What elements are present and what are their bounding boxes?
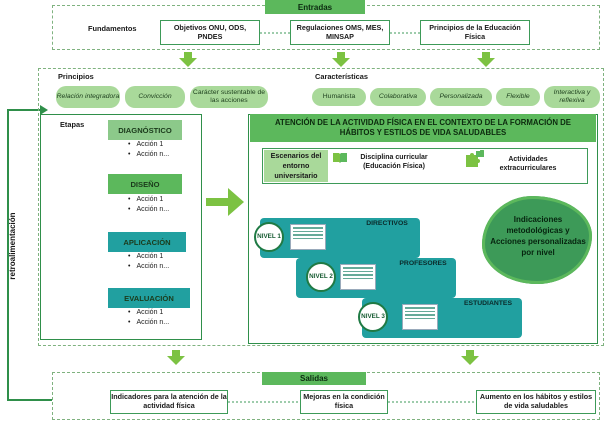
actividades-label: Actividades extracurriculares [499, 156, 557, 172]
salida-mejoras: Mejoras en la condición física [300, 390, 388, 414]
book-icon [333, 153, 347, 163]
action-item: Acción n... [128, 150, 198, 160]
principio-conviccion: Convicción [125, 86, 185, 108]
principio-sustentable: Carácter sustentable de las acciones [190, 86, 268, 108]
indicaciones-label: Indicaciones metodológicas y Acciones pe… [490, 215, 586, 257]
level-3-group: ESTUDIANTES [464, 300, 512, 307]
level-2-circle: NIVEL 2 [306, 262, 336, 292]
etapas-label: Etapas [60, 120, 85, 129]
principios-caracteristicas-section [38, 68, 604, 346]
stage-evaluacion-actions: Acción 1 Acción n... [128, 308, 198, 328]
caracteristicas-label: Características [315, 72, 369, 81]
puzzle-icon [466, 150, 484, 167]
caracteristica-personalizada: Personalizada [430, 88, 492, 106]
indicaciones-blob [482, 196, 592, 284]
level-1-group: DIRECTIVOS [366, 220, 408, 227]
action-item: Acción 1 [128, 252, 198, 262]
level-2-group: PROFESORES [399, 260, 447, 267]
document-icon [340, 264, 376, 290]
salida-aumento: Aumento en los hábitos y estilos de vida… [476, 390, 596, 414]
action-item: Acción 1 [128, 140, 198, 150]
level-3-bar [362, 298, 522, 338]
action-item: Acción 1 [128, 308, 198, 318]
principios-label: Principios [58, 72, 94, 81]
escenarios-label: Escenarios del entorno universitario [264, 150, 328, 182]
document-icon [402, 304, 438, 330]
caracteristica-humanista: Humanista [312, 88, 366, 106]
fundamento-onu: Objetivos ONU, ODS, PNDES [160, 20, 260, 45]
salidas-banner: Salidas [262, 372, 366, 385]
principio-relacion: Relación integradora [56, 86, 120, 108]
level-1-bar [260, 218, 420, 258]
main-title: ATENCIÓN DE LA ACTIVIDAD FÍSICA EN EL CO… [250, 114, 596, 142]
arrow-down-icon [332, 52, 350, 67]
fundamento-regulaciones: Regulaciones OMS, MES, MINSAP [290, 20, 390, 45]
stage-diagnostico-actions: Acción 1 Acción n... [128, 140, 198, 160]
stage-diseno: DISEÑO [108, 174, 182, 194]
level-1-circle: NIVEL 1 [254, 222, 284, 252]
arrow-down-icon [167, 350, 185, 365]
level-3-circle: NIVEL 3 [358, 302, 388, 332]
action-item: Acción n... [128, 318, 198, 328]
stage-evaluacion: EVALUACIÓN [108, 288, 190, 308]
stage-diagnostico: DIAGNÓSTICO [108, 120, 182, 140]
arrow-right-icon [206, 188, 244, 216]
stage-aplicacion: APLICACIÓN [108, 232, 186, 252]
action-item: Acción 1 [128, 195, 198, 205]
arrow-down-icon [477, 52, 495, 67]
stage-aplicacion-actions: Acción 1 Acción n... [128, 252, 198, 272]
action-item: Acción n... [128, 205, 198, 215]
stage-diseno-actions: Acción 1 Acción n... [128, 195, 198, 215]
entradas-banner: Entradas [265, 0, 365, 14]
arrow-down-icon [179, 52, 197, 67]
caracteristica-colaborativa: Colaborativa [370, 88, 426, 106]
fundamento-principios-ef: Principios de la Educación Física [420, 20, 530, 45]
caracteristica-interactiva: Interactiva y reflexiva [544, 86, 600, 108]
fundamentos-label: Fundamentos [88, 24, 137, 33]
disciplina-label: Disciplina curricular (Educación Física) [360, 154, 428, 170]
salida-indicadores: Indicadores para la atención de la activ… [110, 390, 228, 414]
arrow-right-icon [40, 105, 48, 115]
arrow-down-icon [461, 350, 479, 365]
action-item: Acción n... [128, 262, 198, 272]
document-icon [290, 224, 326, 250]
caracteristica-flexible: Flexible [496, 88, 540, 106]
